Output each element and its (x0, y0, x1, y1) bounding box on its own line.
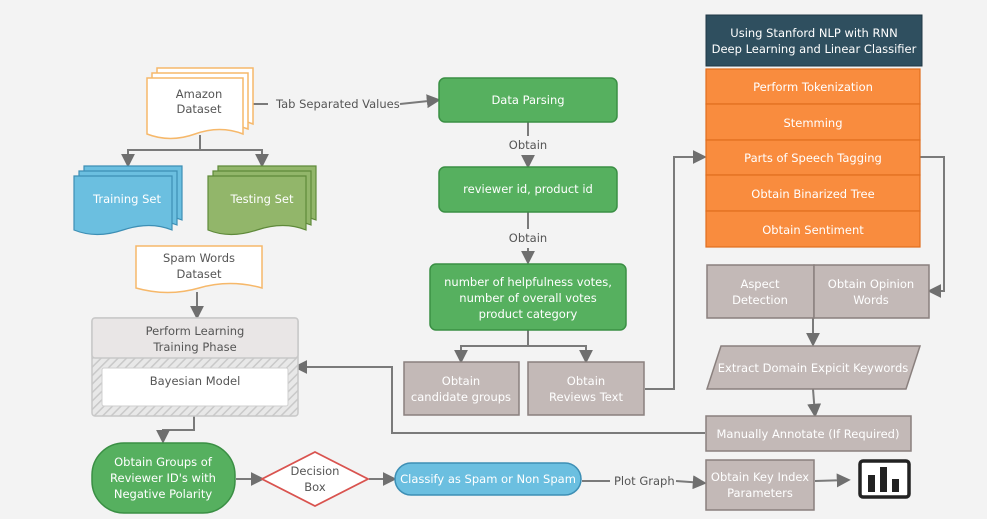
nlp-step-pos-tagging[interactable]: Parts of Speech Tagging (705, 139, 921, 176)
testing-set-node[interactable]: Testing Set (207, 165, 317, 236)
edge-label-obtain-1: Obtain (509, 138, 547, 152)
key-index-label-2: Parameters (727, 486, 793, 500)
edge-helpfulness-to-reviews (528, 345, 593, 364)
decision-box-node[interactable]: Decision Box (260, 450, 370, 508)
opinion-words-label-1: Obtain Opinion (828, 277, 914, 291)
candidate-groups-label-2: candidate groups (411, 390, 511, 404)
bar-chart-icon (858, 459, 911, 499)
learning-phase-label-1: Perform Learning (146, 324, 245, 338)
edge-pos-to-opinion (920, 156, 945, 298)
stanford-header-node: Using Stanford NLP with RNN Deep Learnin… (705, 14, 923, 67)
obtain-groups-label-1: Obtain Groups of (114, 455, 213, 469)
data-parsing-node[interactable]: Data Parsing (438, 77, 618, 123)
testing-set-label: Testing Set (230, 192, 294, 206)
edge-annotate-to-bayesian (293, 360, 705, 434)
edge-amazon-to-testing (200, 149, 269, 168)
edge-reviews-to-nlp (645, 150, 707, 390)
spam-words-dataset-node[interactable]: Spam Words Dataset (135, 245, 263, 294)
nlp-step-sentiment[interactable]: Obtain Sentiment (705, 210, 921, 248)
reviewer-product-node[interactable]: reviewer id, product id (438, 166, 618, 213)
key-index-node[interactable]: Obtain Key Index Parameters (705, 459, 815, 511)
reviews-text-node[interactable]: Obtain Reviews Text (527, 361, 645, 416)
reviewer-product-label: reviewer id, product id (463, 182, 593, 196)
edge-amazon-to-training (121, 135, 201, 168)
amazon-dataset-node[interactable]: Amazon Dataset (146, 67, 254, 140)
edge-label-obtain-2: Obtain (509, 231, 547, 245)
edge-helpfulness-to-candidate (454, 330, 529, 364)
edge-learning-to-groups (156, 416, 195, 444)
nlp-steps-stack: Perform Tokenization Stemming Parts of S… (705, 68, 921, 248)
helpfulness-label-1: number of helpfulness votes, (444, 275, 612, 289)
stanford-header-label-1: Using Stanford NLP with RNN (730, 26, 897, 40)
bayesian-model-label: Bayesian Model (150, 374, 241, 388)
nlp-step-tokenization[interactable]: Perform Tokenization (705, 68, 921, 105)
candidate-groups-label-1: Obtain (442, 374, 480, 388)
spam-words-label-2: Dataset (176, 267, 222, 281)
manual-annotate-label: Manually Annotate (If Required) (717, 427, 900, 441)
amazon-dataset-label-2: Dataset (176, 102, 222, 116)
amazon-dataset-label-1: Amazon (176, 87, 222, 101)
edges (121, 100, 945, 488)
edge-keywords-to-annotate (807, 388, 822, 418)
edge-label-plot-graph: Plot Graph (614, 474, 675, 488)
obtain-groups-label-3: Negative Polarity (114, 487, 213, 501)
learning-phase-label-2: Training Phase (152, 340, 236, 354)
nlp-step-label: Stemming (783, 116, 842, 130)
aspect-detection-label-1: Aspect (740, 277, 780, 291)
nlp-step-label: Obtain Sentiment (762, 223, 864, 237)
reviews-text-label-2: Reviews Text (549, 390, 623, 404)
aspect-detection-label-2: Detection (732, 293, 788, 307)
aspect-detection-node[interactable]: Aspect Detection (706, 264, 815, 319)
nlp-step-binarized-tree[interactable]: Obtain Binarized Tree (705, 174, 921, 212)
decision-box-label-1: Decision (291, 464, 340, 478)
nlp-step-stemming[interactable]: Stemming (705, 103, 921, 141)
key-index-label-1: Obtain Key Index (711, 470, 809, 484)
data-parsing-label: Data Parsing (491, 93, 564, 107)
candidate-groups-node[interactable]: Obtain candidate groups (403, 361, 520, 416)
helpfulness-node[interactable]: number of helpfulness votes, number of o… (429, 263, 627, 331)
bayesian-model-node[interactable]: Bayesian Model (101, 367, 289, 407)
domain-keywords-node[interactable]: Extract Domain Expicit Keywords (705, 345, 922, 390)
opinion-words-label-2: Words (853, 293, 889, 307)
stanford-header-label-2: Deep Learning and Linear Classifier (712, 42, 917, 56)
training-set-label: Training Set (92, 192, 161, 206)
classify-label: Classify as Spam or Non Spam (400, 472, 576, 486)
obtain-groups-label-2: Reviewer ID's with (110, 471, 216, 485)
spam-words-label-1: Spam Words (163, 251, 235, 265)
nlp-step-label: Perform Tokenization (753, 80, 873, 94)
helpfulness-label-2: number of overall votes (459, 291, 596, 305)
decision-box-label-2: Box (304, 480, 326, 494)
nlp-step-label: Obtain Binarized Tree (751, 187, 874, 201)
opinion-words-node[interactable]: Obtain Opinion Words (813, 264, 930, 319)
helpfulness-label-3: product category (479, 307, 578, 321)
edge-label-tab-separated: Tab Separated Values (275, 97, 400, 111)
domain-keywords-label: Extract Domain Expicit Keywords (718, 361, 908, 375)
edge-keyindex-to-chart (814, 473, 851, 488)
training-set-node[interactable]: Training Set (73, 165, 183, 236)
edge-classify-to-keyindex (582, 481, 704, 483)
obtain-groups-node[interactable]: Obtain Groups of Reviewer ID's with Nega… (91, 442, 236, 514)
classify-node[interactable]: Classify as Spam or Non Spam (394, 462, 582, 496)
manual-annotate-node[interactable]: Manually Annotate (If Required) (705, 415, 912, 452)
reviews-text-label-1: Obtain (567, 374, 605, 388)
nlp-step-label: Parts of Speech Tagging (744, 151, 882, 165)
